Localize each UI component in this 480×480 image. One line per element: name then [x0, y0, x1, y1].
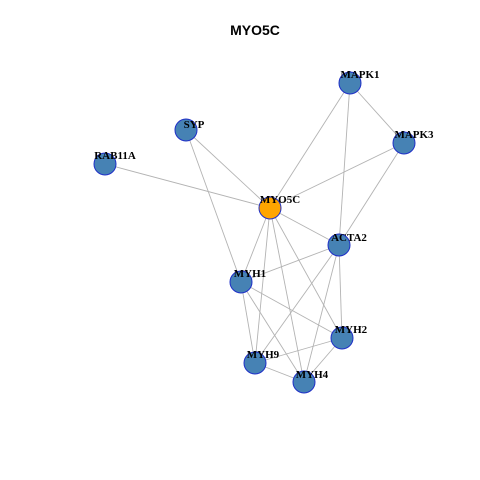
node-myh1[interactable]	[229, 270, 253, 294]
edge-mapk3-acta2	[338, 142, 405, 246]
edge-myo5c-myh1	[240, 207, 271, 283]
edge-myo5c-mapk3	[269, 142, 405, 209]
node-myh9[interactable]	[243, 351, 267, 375]
edge-acta2-myh9	[254, 244, 340, 364]
diagram-title: MYO5C	[230, 22, 280, 38]
edge-myo5c-rab11a	[104, 163, 271, 209]
node-layer	[93, 71, 416, 394]
node-label-syp: SYP	[184, 119, 205, 131]
node-mapk1[interactable]	[338, 71, 362, 95]
node-label-mapk3: MAPK3	[394, 129, 434, 141]
edge-myo5c-syp	[185, 129, 271, 209]
node-syp[interactable]	[174, 118, 198, 142]
edge-acta2-myh1	[240, 244, 340, 283]
edge-myo5c-mapk1	[269, 82, 351, 209]
node-label-rab11a: RAB11A	[94, 150, 136, 162]
node-label-myh4: MYH4	[296, 369, 329, 381]
node-acta2[interactable]	[327, 233, 351, 257]
edge-myo5c-myh2	[269, 207, 343, 339]
edge-syp-myh1	[185, 129, 242, 283]
edge-acta2-myh2	[338, 244, 343, 339]
edge-myh2-myh9	[254, 337, 343, 364]
edge-myo5c-myh4	[269, 207, 305, 383]
node-myh2[interactable]	[330, 326, 354, 350]
node-myh4[interactable]	[292, 370, 316, 394]
node-label-myh1: MYH1	[234, 268, 266, 280]
edge-myo5c-myh9	[254, 207, 271, 364]
edge-myh1-myh2	[240, 281, 343, 339]
edge-myh1-myh4	[240, 281, 305, 383]
node-label-myh9: MYH9	[247, 349, 280, 361]
node-label-acta2: ACTA2	[331, 232, 367, 244]
edge-acta2-myh4	[303, 244, 340, 383]
node-label-myh2: MYH2	[335, 324, 368, 336]
node-myo5c[interactable]	[258, 196, 282, 220]
node-label-mapk1: MAPK1	[340, 69, 379, 81]
edge-mapk1-acta2	[338, 82, 351, 246]
node-label-myo5c: MYO5C	[260, 194, 300, 206]
edge-mapk1-mapk3	[349, 82, 405, 144]
node-rab11a[interactable]	[93, 152, 117, 176]
edge-myh1-myh9	[240, 281, 256, 364]
edge-myo5c-acta2	[269, 207, 340, 246]
node-mapk3[interactable]	[392, 131, 416, 155]
